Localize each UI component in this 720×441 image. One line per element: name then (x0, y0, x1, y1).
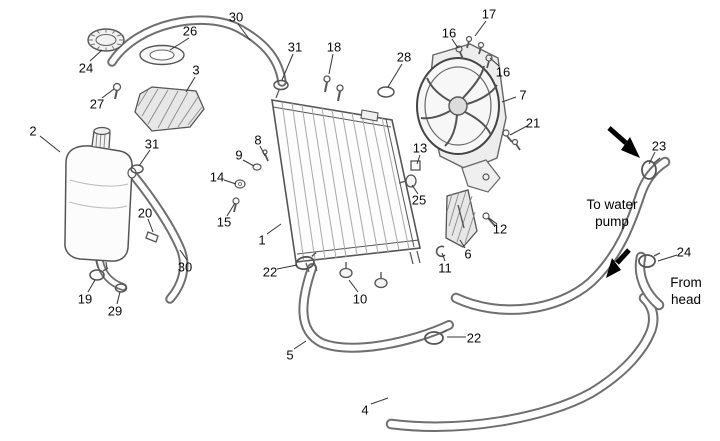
part-callout-30: 30 (228, 9, 244, 25)
part-callout-16: 16 (441, 25, 457, 41)
to-water-pump-arrow (607, 126, 640, 158)
part-callout-21: 21 (525, 115, 541, 131)
ring-28 (377, 86, 395, 98)
part-callout-31: 31 (287, 39, 303, 55)
radiator-fins (281, 101, 410, 263)
part-callout-17: 17 (481, 6, 497, 22)
from-head-arrow (606, 248, 631, 278)
part-callout-11: 11 (438, 260, 452, 276)
part-callout-18: 18 (326, 39, 342, 55)
small-parts (89, 35, 661, 345)
hose-4 (385, 292, 659, 432)
clamp-22b (424, 329, 448, 345)
part-callout-31: 31 (144, 136, 160, 152)
part-callout-5: 5 (286, 347, 294, 363)
nut-13 (410, 160, 421, 171)
bolt-27 (112, 82, 122, 100)
bolts-18 (323, 75, 344, 102)
hose-from-head (634, 251, 665, 311)
part-callout-7: 7 (519, 87, 527, 103)
part-callout-22: 22 (262, 264, 278, 280)
clamp-24b (638, 252, 661, 268)
ring-31a (273, 79, 289, 91)
flow-note-to-water-pump: To water pump (586, 197, 638, 229)
leader-lines (39, 20, 678, 405)
tank-drain-elbow (96, 258, 127, 291)
part-callout-1: 1 (258, 232, 266, 248)
fitting-25 (398, 174, 417, 188)
fan-blades (420, 65, 498, 147)
part-callout-4: 4 (361, 402, 369, 418)
part-callout-2: 2 (29, 123, 37, 139)
part-callout-14: 14 (209, 169, 225, 185)
side-bracket (445, 189, 478, 248)
clip-20 (145, 231, 159, 243)
part-callout-26: 26 (182, 23, 198, 39)
part-callout-29: 29 (107, 303, 123, 319)
grommets-10 (339, 262, 388, 289)
part-callout-19: 19 (77, 291, 93, 307)
part-callout-24: 24 (78, 60, 94, 76)
expansion-tank (64, 126, 137, 270)
part-callout-25: 25 (411, 192, 427, 208)
screws-17 (465, 35, 485, 55)
tank-cap (87, 28, 125, 52)
hoses (96, 15, 671, 432)
cap-seal-ring (139, 44, 185, 66)
clamp-23 (641, 157, 661, 180)
ring-31b (130, 164, 144, 174)
part-callout-16: 16 (495, 64, 511, 80)
part-callout-6: 6 (464, 246, 472, 262)
bolt-12 (482, 212, 496, 227)
hose-5 (298, 263, 454, 353)
part-callout-8: 8 (254, 132, 262, 148)
bolts-21 (502, 129, 521, 151)
ring-29 (114, 283, 128, 293)
part-callout-24: 24 (676, 244, 692, 260)
part-callout-30: 30 (177, 259, 193, 275)
clip-11 (435, 245, 446, 258)
fan-assembly (416, 43, 507, 193)
part-callout-15: 15 (216, 214, 232, 230)
part-callout-13: 13 (412, 140, 428, 156)
flow-arrows (606, 126, 640, 278)
hose-30-lower (129, 171, 189, 304)
tank-bracket (134, 86, 205, 132)
part-callout-22: 22 (466, 330, 482, 346)
radiator (271, 89, 421, 273)
hose-30-upper (107, 15, 287, 87)
part-callout-20: 20 (137, 205, 153, 221)
clamp-19 (89, 267, 109, 281)
flow-note-from-head: From head (670, 275, 702, 307)
hose-to-water-pump (450, 156, 671, 315)
part-callout-23: 23 (651, 138, 667, 154)
part-callout-9: 9 (235, 147, 243, 163)
part-callout-28: 28 (396, 49, 412, 65)
parts-8-9-14-15 (232, 149, 269, 213)
part-callout-27: 27 (89, 96, 105, 112)
bolts-16 (455, 45, 493, 69)
part-callout-12: 12 (492, 221, 508, 237)
part-callout-3: 3 (192, 62, 200, 78)
part-callout-10: 10 (352, 291, 368, 307)
